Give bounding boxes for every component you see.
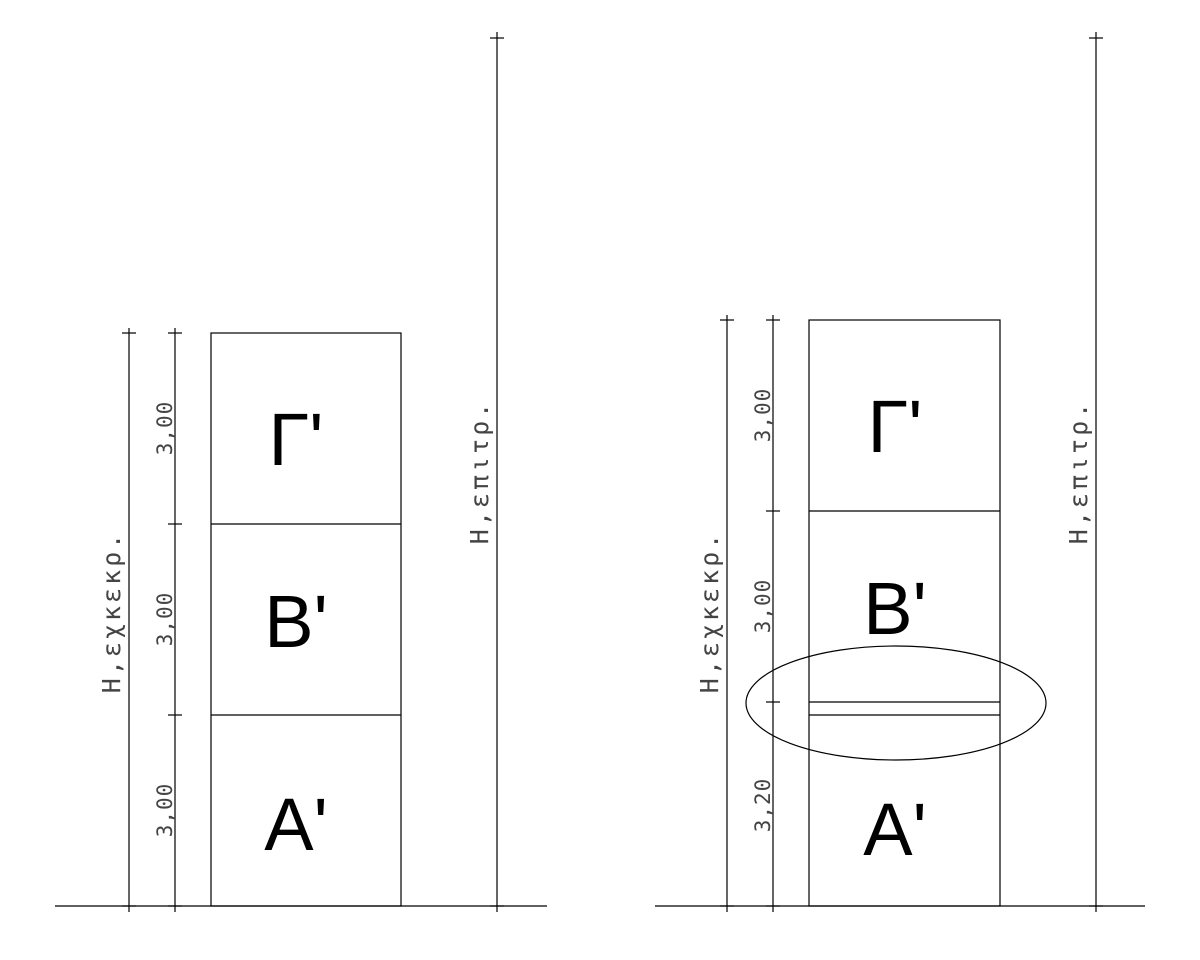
floor-label-2: Β'	[863, 567, 927, 650]
existing-height-label: Η,εχκεκρ.	[695, 531, 724, 693]
allowed-height-label: Η,επιτρ.	[465, 400, 494, 544]
floor-label-3: Γ'	[269, 398, 324, 481]
floor-height-2: 3,00	[751, 579, 775, 634]
floor-height-1: 3,20	[751, 778, 775, 833]
floor-height-2: 3,00	[153, 592, 177, 647]
floor-height-3: 3,00	[153, 401, 177, 456]
highlight-ellipse	[745, 645, 1047, 761]
allowed-height-label: Η,επιτρ.	[1064, 400, 1093, 544]
building-outline	[808, 319, 1001, 907]
building-outline	[210, 332, 402, 907]
floor-label-1: Α'	[863, 788, 927, 871]
floor-label-2: Β'	[264, 580, 328, 663]
floor-height-3: 3,00	[751, 388, 775, 443]
diagram-right: Γ' Β' Α' 3,00 3,00 3,20 Η,εχκεκρ. Η,επιτ…	[655, 32, 1145, 912]
diagram-left: Γ' Β' Α' 3,00 3,00 3,00 Η,εχκεκρ. Η,επιτ…	[55, 32, 547, 912]
floor-label-1: Α'	[264, 783, 328, 866]
floor-label-3: Γ'	[868, 385, 923, 468]
floor-height-1: 3,00	[153, 783, 177, 838]
existing-height-label: Η,εχκεκρ.	[97, 531, 126, 693]
